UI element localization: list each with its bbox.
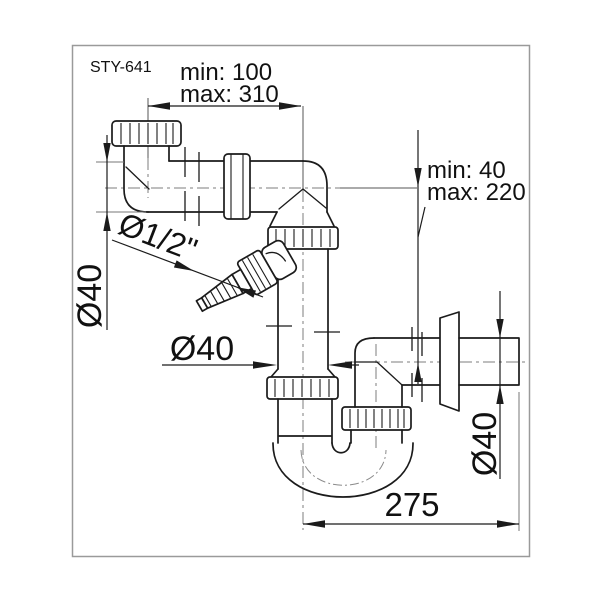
dimension-wall-vertical: min: 40 max: 220: [414, 130, 526, 384]
dim-top-min-label: min: 100: [180, 59, 272, 86]
dim-bottom-label: 275: [384, 486, 439, 523]
inlet-elbow-right: [269, 160, 335, 227]
dimension-outlet-diameter: Ø40: [466, 291, 504, 479]
dimension-inlet-horizontal: min: 100 max: 310: [148, 59, 301, 110]
compression-nut-horizontal: [223, 153, 251, 220]
dimension-inlet-diameter: Ø40: [71, 135, 146, 330]
dim-right-min-label: min: 40: [427, 157, 506, 184]
dia-outlet-label: Ø40: [466, 412, 504, 476]
dimension-trap-width: 275: [303, 392, 520, 531]
drawing-frame: [71, 44, 531, 558]
trap-nut-right: [341, 406, 412, 431]
telescopic-inlet-pipe: [147, 147, 304, 226]
dia-tube-label: Ø40: [170, 330, 234, 368]
pipe-break-marks-wall: [411, 327, 423, 402]
wall-outlet: [354, 311, 520, 412]
dim-right-max-label: max: 220: [427, 179, 526, 206]
inlet-nut-top: [111, 120, 182, 147]
inlet-elbow-left: [111, 120, 182, 213]
dimension-tube-diameter: Ø40: [162, 330, 359, 369]
pipe-break-marks-top: [184, 147, 200, 226]
pipe-break-marks-vertical: [266, 325, 340, 333]
wall-flange: [439, 311, 460, 412]
model-label: STY-641: [90, 59, 152, 76]
u-bend-body: [272, 442, 414, 498]
dim-top-max-label: max: 310: [180, 81, 279, 108]
dia-hose-label: Ø1/2": [114, 205, 202, 268]
dia-inlet-label: Ø40: [71, 264, 109, 328]
p-trap: [266, 376, 414, 498]
hose-connector: [195, 239, 298, 313]
